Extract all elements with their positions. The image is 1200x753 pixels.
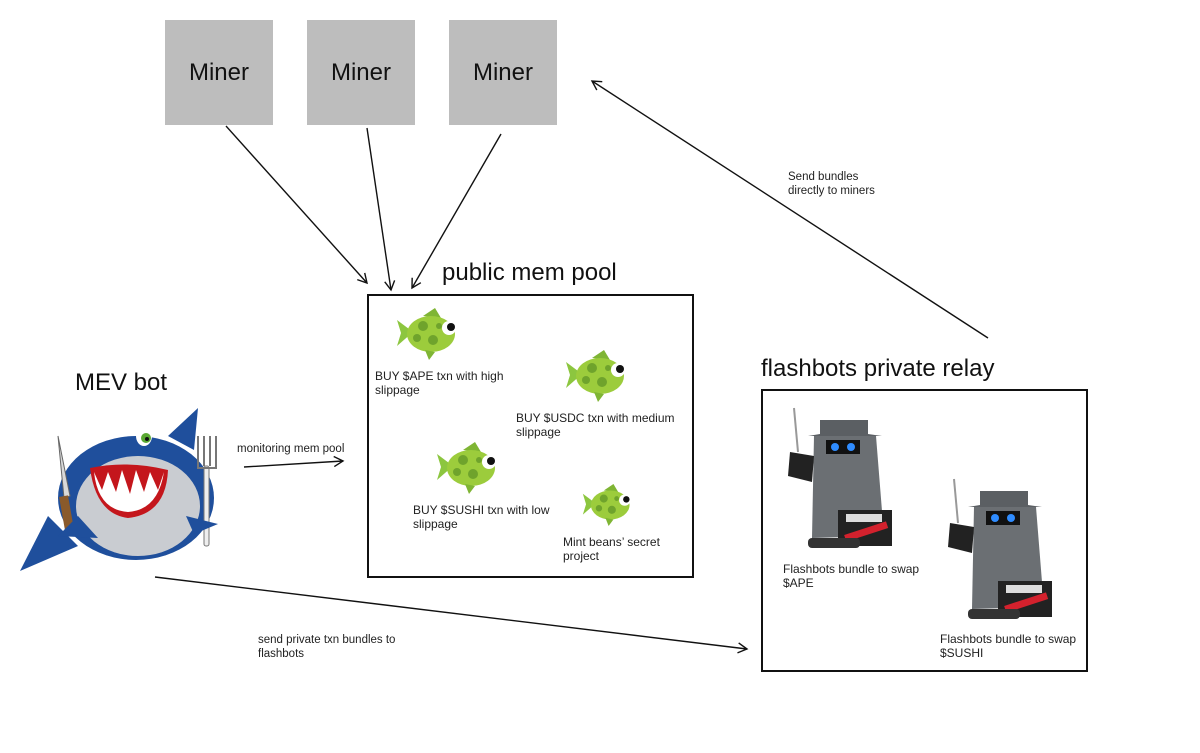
arrow-relay-to-miners (590, 80, 989, 339)
miner-node-3: Miner (449, 20, 557, 125)
send-private-bundles-label: send private txn bundles to flashbots (258, 633, 395, 661)
arrow-miner2-to-mempool (366, 127, 396, 292)
monitoring-label: monitoring mem pool (237, 443, 345, 455)
arrow-miner1-to-mempool (225, 125, 368, 285)
send-to-miners-label: Send bundles directly to miners (788, 170, 875, 198)
label-line: slippage (413, 517, 458, 531)
label-line: Send bundles (788, 171, 859, 183)
label-line: Flashbots bundle to swap (783, 562, 920, 576)
label-line: BUY $USDC txn with medium (516, 411, 675, 425)
arrow-miner3-to-mempool (411, 133, 502, 290)
txn-label-sushi: BUY $SUSHI txn with low slippage (413, 503, 550, 531)
txn-label-ape: BUY $APE txn with high slippage (375, 369, 504, 397)
shark-icon (20, 408, 218, 571)
label-line: send private txn bundles to (258, 634, 396, 646)
miner-node-1: Miner (165, 20, 273, 125)
label-line: Mint beans’ secret (563, 535, 660, 549)
fish-icon (582, 484, 631, 526)
label-line: project (563, 549, 600, 563)
arrow-monitoring-mempool (243, 455, 345, 468)
label-line: slippage (516, 425, 561, 439)
bundle-label-ape: Flashbots bundle to swap $APE (783, 562, 919, 590)
label-line: flashbots (258, 648, 305, 660)
miner-label: Miner (330, 58, 391, 86)
spy-agent-icon (788, 407, 892, 548)
miner-label: Miner (472, 58, 533, 86)
miner-label: Miner (188, 58, 249, 86)
mempool-title: public mem pool (442, 259, 617, 286)
fish-icon (397, 308, 456, 360)
mev-bot-title: MEV bot (75, 369, 168, 396)
label-line: slippage (375, 383, 420, 397)
fish-icon (437, 442, 496, 494)
spy-agent-icon (948, 478, 1052, 619)
label-line: BUY $APE txn with high (375, 369, 504, 383)
fish-icon (566, 350, 625, 402)
txn-label-mint-beans: Mint beans’ secret project (563, 535, 660, 563)
label-line: BUY $SUSHI txn with low (413, 503, 550, 517)
label-line: Flashbots bundle to swap (940, 632, 1077, 646)
bundle-label-sushi: Flashbots bundle to swap $SUSHI (940, 632, 1076, 660)
label-line: $APE (783, 576, 814, 590)
arrow-bot-to-relay (154, 576, 749, 654)
txn-label-usdc: BUY $USDC txn with medium slippage (516, 411, 675, 439)
label-line: directly to miners (788, 185, 875, 197)
relay-title: flashbots private relay (761, 355, 995, 382)
label-line: $SUSHI (940, 646, 984, 660)
miner-node-2: Miner (307, 20, 415, 125)
